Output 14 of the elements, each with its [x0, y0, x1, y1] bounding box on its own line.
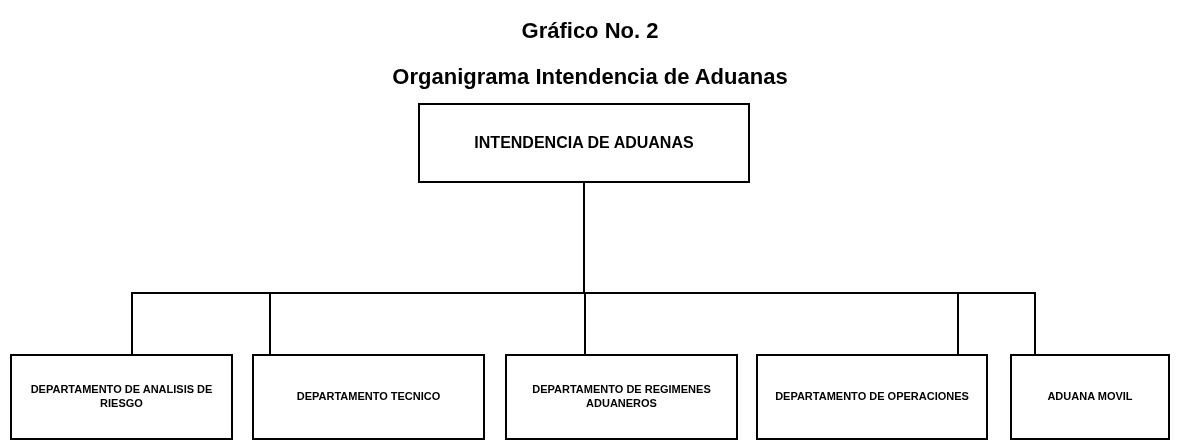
org-box	[1010, 354, 1170, 440]
subtitle: Organigrama Intendencia de Aduanas	[392, 63, 788, 91]
org-box	[418, 103, 750, 183]
org-box	[505, 354, 738, 440]
org-box	[10, 354, 233, 440]
box-label: ADUANA MOVIL	[1047, 390, 1133, 404]
box-label: DEPARTAMENTO DE OPERACIONES	[775, 390, 969, 404]
box-label: DEPARTAMENTO DE ANALISIS DE RIESGO	[29, 383, 214, 411]
box-label: DEPARTAMENTO TECNICO	[296, 390, 441, 404]
org-box	[252, 354, 485, 440]
org-box	[756, 354, 988, 440]
box-label: INTENDENCIA DE ADUANAS	[474, 133, 694, 153]
title: Gráfico No. 2	[521, 17, 659, 45]
box-label: DEPARTAMENTO DE REGIMENES ADUANEROS	[531, 383, 712, 411]
